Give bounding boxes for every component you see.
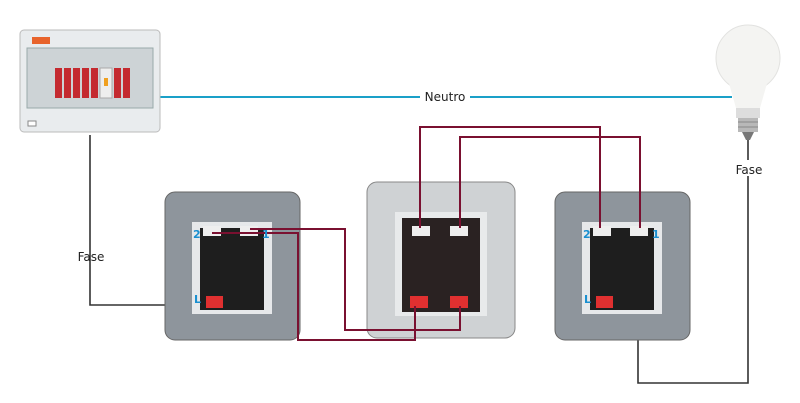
right-terminal-2: 2 [583, 228, 591, 241]
phase-label-left: Fase [78, 250, 105, 264]
light-bulb [715, 24, 781, 140]
switch-center [366, 181, 516, 339]
neutral-label: Neutro [425, 90, 466, 104]
traveler-wires [212, 126, 641, 341]
right-terminal-L: L [584, 293, 591, 306]
phase-label-right: Fase [736, 163, 763, 177]
switch-left [164, 191, 301, 341]
distribution-panel [19, 29, 161, 133]
left-terminal-2: 2 [193, 228, 201, 241]
phase-wire-right [637, 140, 749, 384]
left-terminal-L: L [194, 293, 201, 306]
left-terminal-1: 1 [262, 228, 270, 241]
switch-right [554, 191, 691, 341]
right-terminal-1: 1 [652, 228, 660, 241]
